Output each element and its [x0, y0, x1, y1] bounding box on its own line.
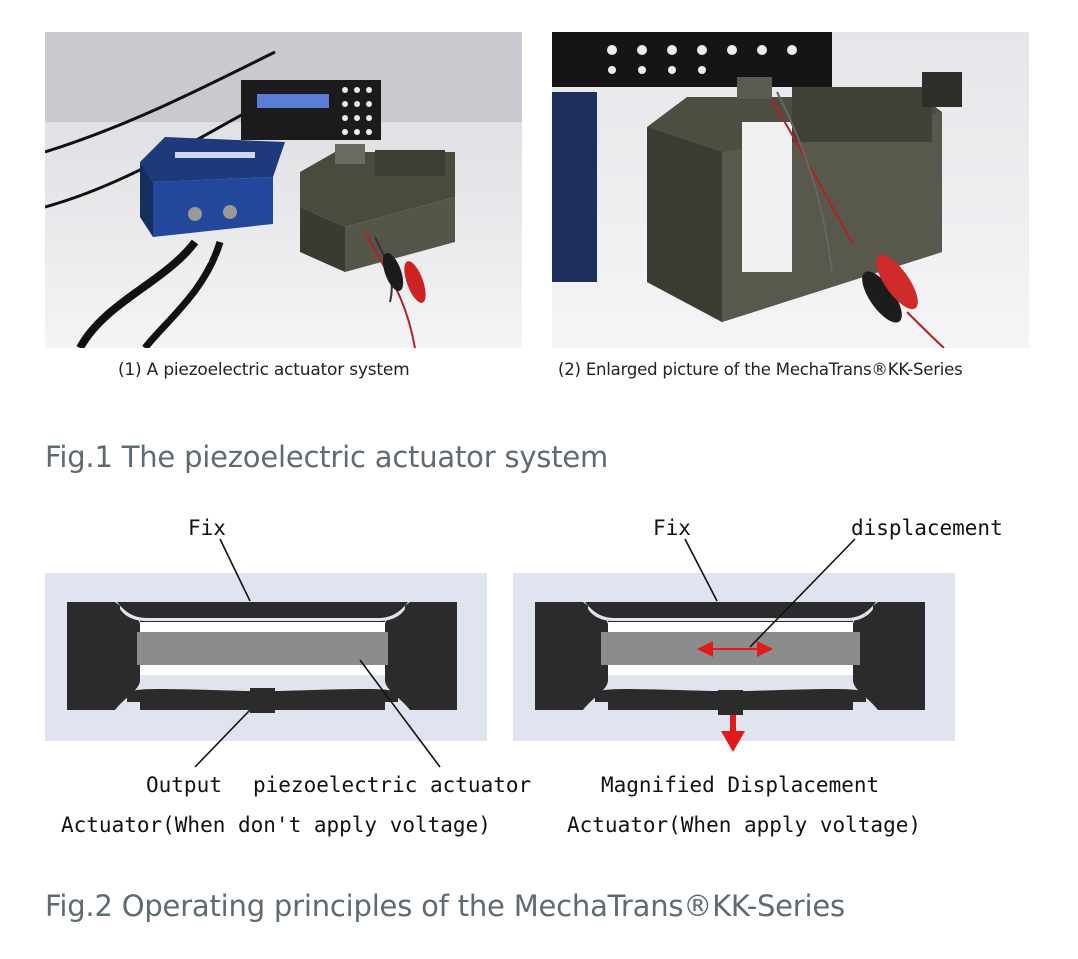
operating-principle-diagram: Fix Output piezoelectric actuator Actuat… — [45, 505, 1045, 850]
actuator-left — [45, 573, 487, 741]
photo-caption-2: (2) Enlarged picture of the MechaTrans®K… — [558, 360, 963, 379]
fix-label-right: Fix — [653, 516, 691, 540]
piezo-element-left — [137, 632, 388, 665]
actuator-off-caption: Actuator(When don't apply voltage) — [61, 813, 491, 837]
output-block-right — [718, 690, 743, 715]
output-label: Output — [146, 773, 222, 797]
figure-2-title: Fig.2 Operating principles of the MechaT… — [45, 889, 845, 923]
leader-lines — [194, 538, 856, 768]
actuator-on-caption: Actuator(When apply voltage) — [567, 813, 921, 837]
displacement-label: displacement — [851, 516, 1003, 540]
figure-1-title: Fig.1 The piezoelectric actuator system — [45, 440, 609, 474]
magnified-displacement-label: Magnified Displacement — [601, 773, 879, 797]
fix-label-left: Fix — [188, 516, 226, 540]
output-block-left — [250, 688, 275, 713]
magnified-displacement-arrow — [721, 731, 745, 752]
photo-caption-1: (1) A piezoelectric actuator system — [118, 360, 410, 380]
piezo-actuator-label: piezoelectric actuator — [253, 773, 531, 797]
actuator-right — [513, 573, 955, 752]
photo-actuator-system — [45, 32, 522, 348]
photo-mechatrans-enlarged — [552, 32, 1029, 348]
